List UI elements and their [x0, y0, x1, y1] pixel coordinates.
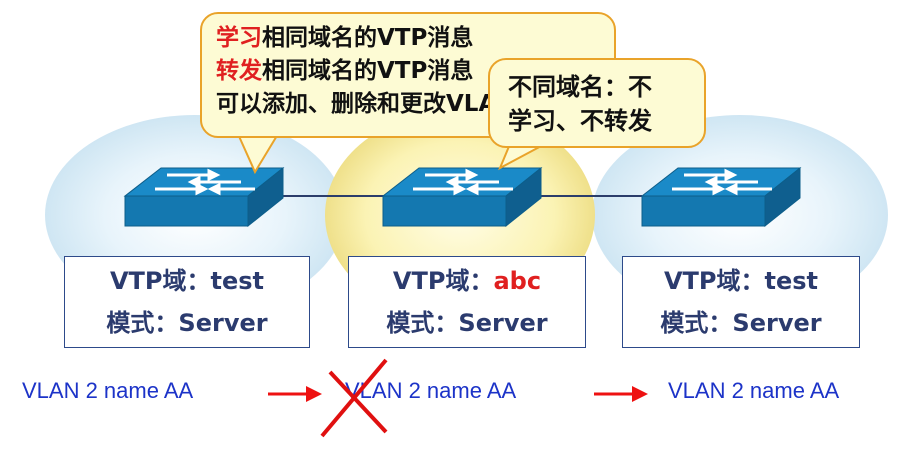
vtp-domain-value: test — [764, 267, 819, 295]
mode-value: Server — [458, 309, 548, 337]
vtp-domain-label: VTP域： — [663, 267, 765, 295]
switch-icon — [640, 166, 802, 228]
vlan-message-3: VLAN 2 name AA — [668, 378, 840, 403]
vtp-domain-line: VTP域：test — [110, 260, 264, 302]
switch-icon — [381, 166, 543, 228]
mode-value: Server — [178, 309, 268, 337]
mode-line: 模式：Server — [386, 302, 547, 344]
vtp-domain-label: VTP域： — [109, 267, 211, 295]
mode-line: 模式：Server — [106, 302, 267, 344]
mode-value: Server — [732, 309, 822, 337]
vtp-domain-label: VTP域： — [392, 267, 494, 295]
switch-icon — [123, 166, 285, 228]
learn-text: 相同域名的VTP消息 — [262, 25, 474, 51]
vtp-domain-line: VTP域：abc — [393, 260, 541, 302]
mode-label: 模式： — [386, 309, 459, 337]
mode-label: 模式： — [106, 309, 179, 337]
vlan-message-1: VLAN 2 name AA — [22, 378, 194, 403]
mode-line: 模式：Server — [660, 302, 821, 344]
forward-text: 相同域名的VTP消息 — [262, 58, 474, 84]
switch-info-box-2: VTP域：abc 模式：Server — [348, 256, 586, 348]
callout-no-line-1: 不同域名：不 — [508, 73, 652, 101]
switch-info-box-3: VTP域：test 模式：Server — [622, 256, 860, 348]
learn-keyword: 学习 — [216, 25, 262, 51]
vtp-domain-value: abc — [493, 267, 542, 295]
mode-label: 模式： — [660, 309, 733, 337]
vtp-domain-value: test — [210, 267, 265, 295]
switch-info-box-1: VTP域：test 模式：Server — [64, 256, 310, 348]
callout-different-domain: 不同域名：不 学习、不转发 — [488, 58, 706, 148]
modify-text: 可以添加、删除和更改VLAN — [216, 91, 516, 117]
forward-keyword: 转发 — [216, 58, 262, 84]
callout-learn-line-3: 可以添加、删除和更改VLAN — [216, 88, 600, 121]
callout-no-line-2: 学习、不转发 — [508, 107, 652, 135]
vtp-domain-line: VTP域：test — [664, 260, 818, 302]
callout-learn-line-2: 转发相同域名的VTP消息 — [216, 55, 600, 88]
vlan-message-2: VLAN 2 name AA — [345, 378, 517, 403]
callout-learn-line-1: 学习相同域名的VTP消息 — [216, 22, 600, 55]
